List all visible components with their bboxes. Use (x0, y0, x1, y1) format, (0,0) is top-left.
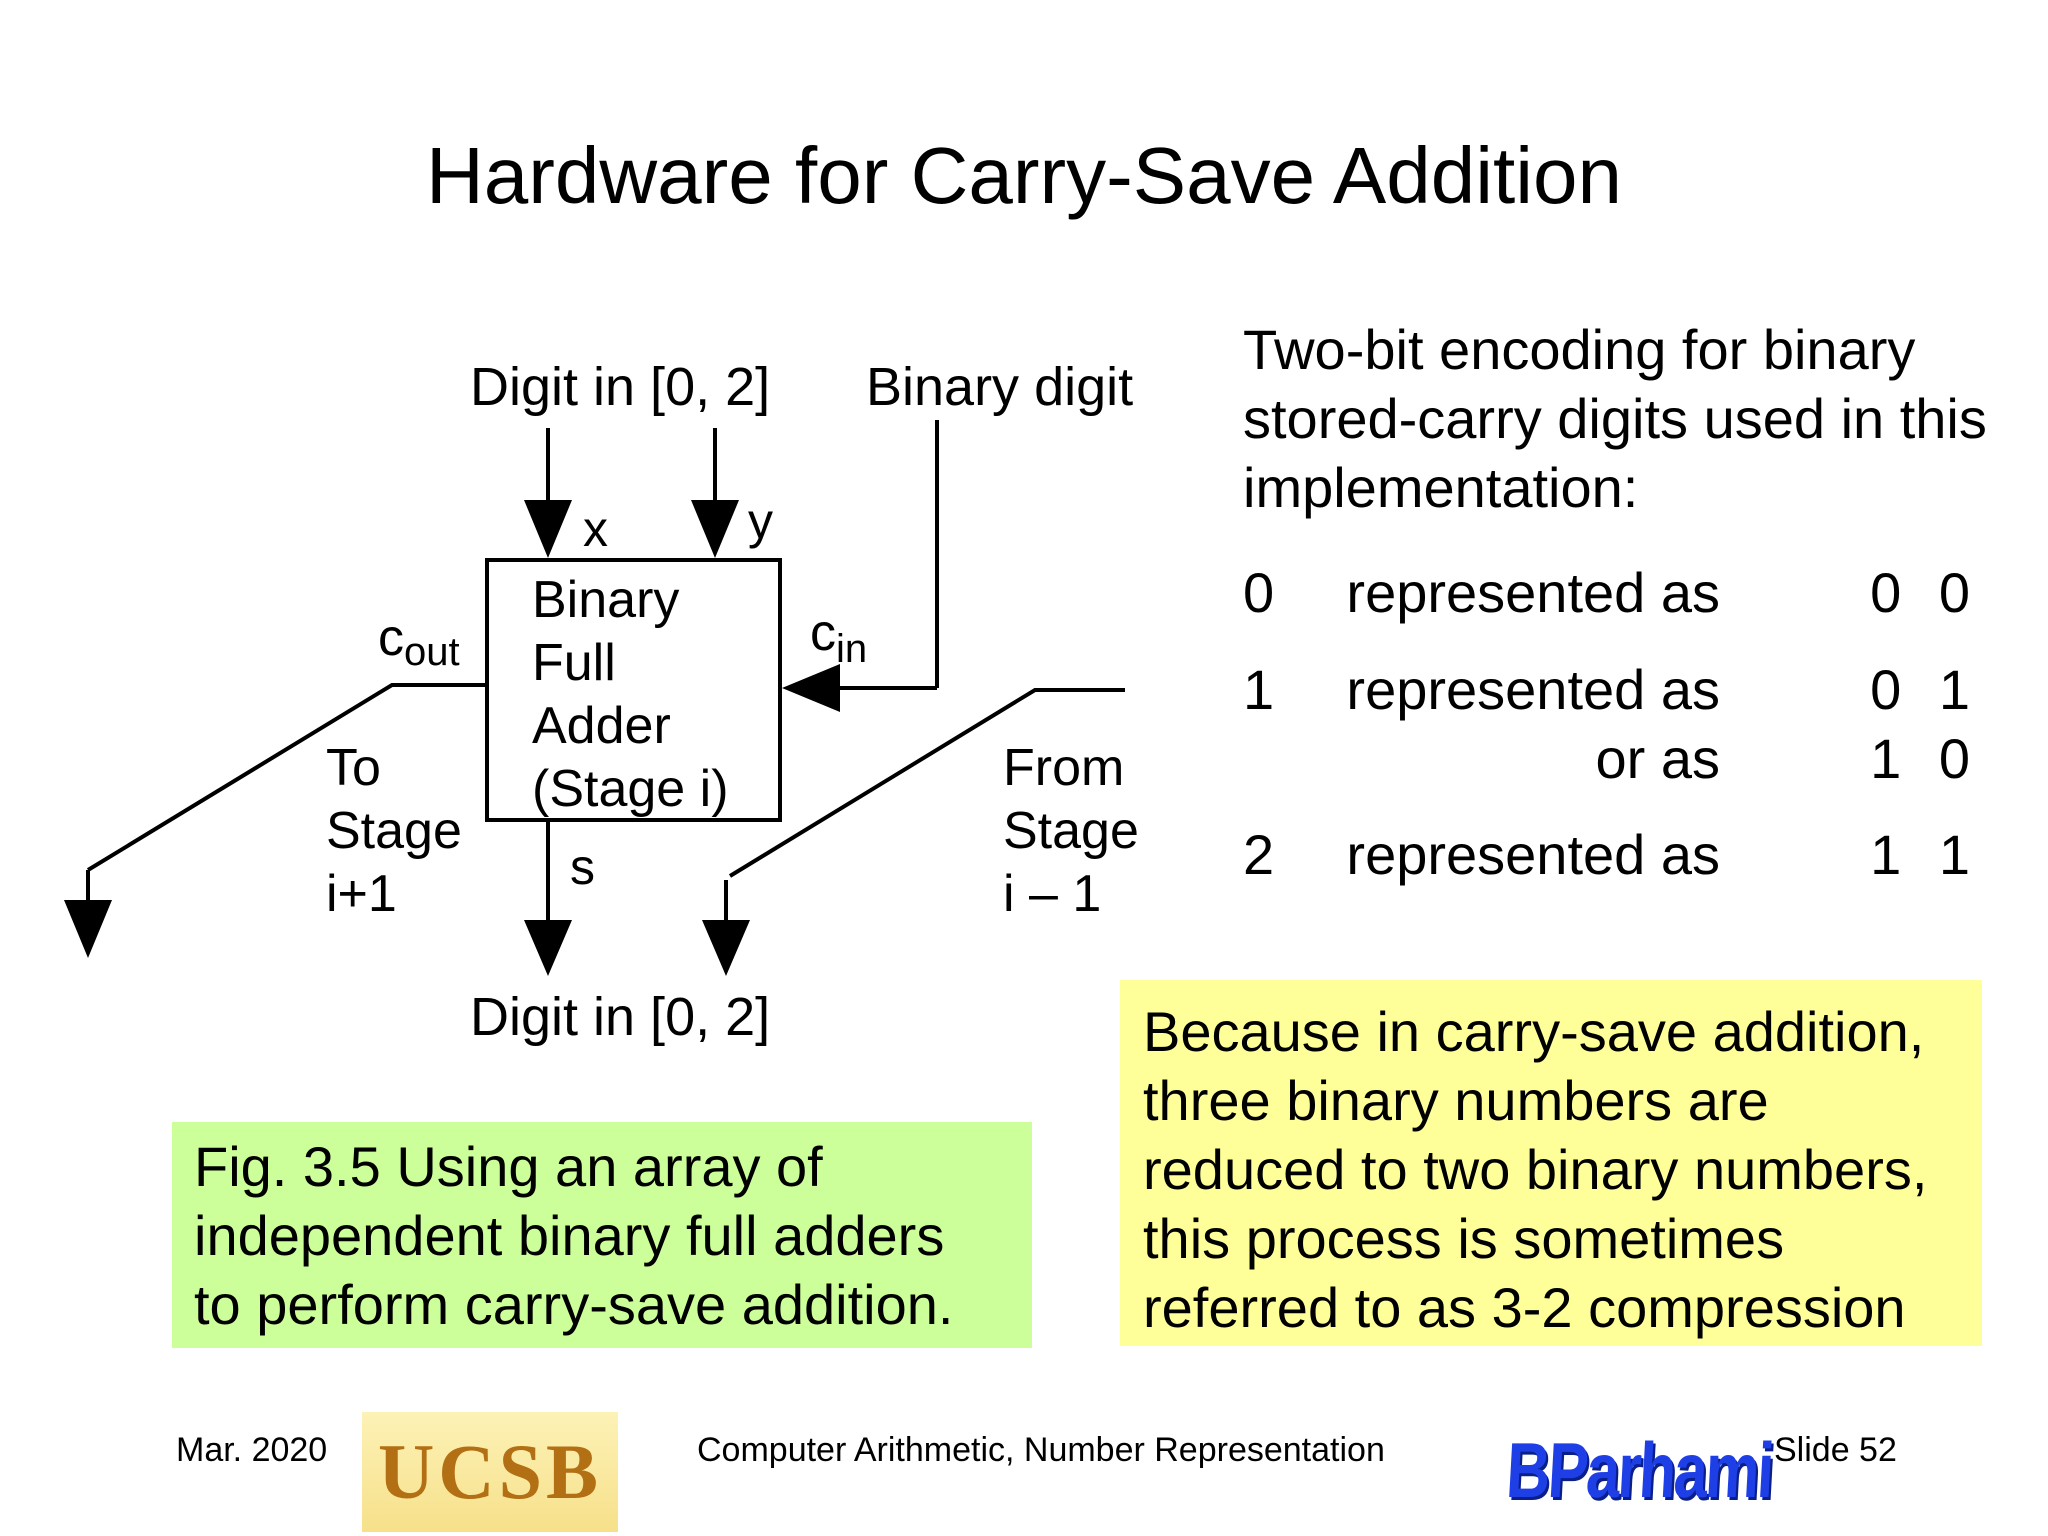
encoding-code-2: 1 1 (1870, 823, 1970, 886)
x-input-label: x (583, 501, 608, 557)
from-stage-line-3: i – 1 (1003, 865, 1101, 923)
carry-in-wire (728, 688, 1125, 878)
encoding-text-0: represented as (1346, 561, 1720, 624)
encoding-heading: Two-bit encoding for binary stored-carry… (1243, 318, 1987, 519)
to-stage-line-3: i+1 (326, 865, 397, 923)
x-input-arrowhead (524, 500, 572, 558)
slide-title: Hardware for Carry-Save Addition (425, 131, 1623, 220)
s-output-label: s (570, 839, 595, 895)
from-stage-line-2: Stage (1003, 802, 1139, 860)
encoding-text-1-alt: or as (1595, 727, 1721, 790)
slide-number: Slide 52 (1774, 1431, 1897, 1469)
encoding-digit-2: 2 (1243, 823, 1275, 886)
cin-sub: in (836, 627, 867, 671)
cin-arrowhead (782, 664, 840, 712)
cin-main: c (810, 604, 836, 662)
encoding-digit-0: 0 (1243, 561, 1275, 624)
s-output-arrowhead (524, 920, 572, 976)
from-stage-line-1: From (1003, 739, 1124, 797)
cout-wire (86, 683, 487, 872)
encoding-text-2: represented as (1346, 823, 1720, 886)
encoding-digit-1: 1 (1243, 658, 1275, 721)
encoding-code-1-alt: 1 0 (1870, 727, 1970, 790)
output-digit-label: Digit in [0, 2] (470, 987, 770, 1047)
cin-label: cin (810, 604, 867, 671)
y-input-arrowhead (691, 500, 739, 558)
box-line-2: Full (532, 634, 616, 692)
cout-label: cout (378, 609, 460, 674)
to-stage-line-1: To (326, 739, 381, 797)
note-box (1120, 980, 1982, 1346)
encoding-code-1: 0 1 (1870, 658, 1970, 721)
box-line-3: Adder (532, 697, 671, 755)
footer-date: Mar. 2020 (176, 1431, 328, 1469)
figure-caption-box (172, 1122, 1032, 1348)
encoding-code-0: 0 0 (1870, 561, 1970, 624)
cout-sub: out (404, 630, 460, 674)
box-line-4: (Stage i) (532, 760, 729, 818)
to-stage-line-2: Stage (326, 802, 462, 860)
box-line-1: Binary (532, 571, 679, 629)
footer-course-title: Computer Arithmetic, Number Representati… (697, 1431, 1385, 1469)
note-text: Because in carry-save addition, three bi… (1143, 1000, 1928, 1339)
figure-caption: Fig. 3.5 Using an array of independent b… (194, 1135, 954, 1336)
carry-in-arrowhead (702, 920, 750, 976)
y-input-label: y (748, 493, 773, 549)
binary-digit-label: Binary digit (866, 357, 1133, 417)
input-digit-label: Digit in [0, 2] (470, 357, 770, 417)
full-adder-box (485, 558, 782, 822)
encoding-text-1: represented as (1346, 658, 1720, 721)
cout-main: c (378, 609, 404, 667)
parhami-logo: BParhami (1504, 1426, 1775, 1514)
cout-arrowhead (64, 900, 112, 958)
ucsb-logo: UCSB (362, 1412, 618, 1532)
